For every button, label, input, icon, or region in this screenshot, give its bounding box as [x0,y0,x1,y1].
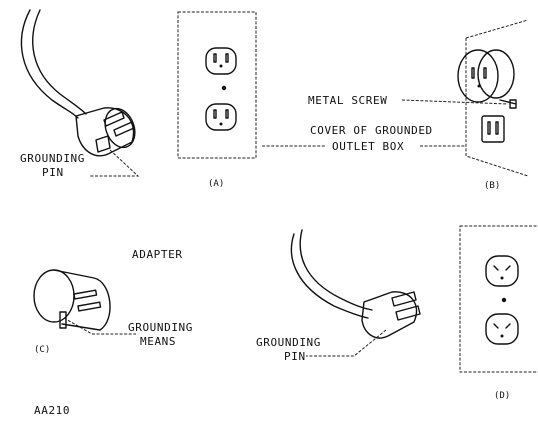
grounded-plug-illustration [20,9,140,177]
adapter-c [33,269,136,335]
grounding-pin2-label-line1: GROUNDING [256,336,321,349]
figure-label-d: (D) [494,391,510,401]
metal-screw-label: METAL SCREW [308,94,387,107]
figure-label-c: (C) [34,345,50,355]
outlet-box-b [457,19,529,177]
adapter-label: ADAPTER [132,248,183,261]
outlet-d [459,225,538,373]
cover-label-line1: COVER OF GROUNDED [310,124,433,137]
figure-id: AA210 [34,404,70,417]
grounding-pin-label-line1: GROUNDING [20,152,85,165]
cover-label-line2: OUTLET BOX [332,140,404,153]
duplex-outlet-a [177,11,257,159]
grounding-means-label-line1: GROUNDING [128,321,193,334]
figure-label-b: (B) [484,181,500,191]
grounding-pin-label-line2: PIN [42,166,64,179]
plug-with-cord-illustration [290,229,421,357]
grounding-pin2-label-line2: PIN [284,350,306,363]
figure-label-a: (A) [208,179,224,189]
grounding-means-label-line2: MEANS [140,335,176,348]
